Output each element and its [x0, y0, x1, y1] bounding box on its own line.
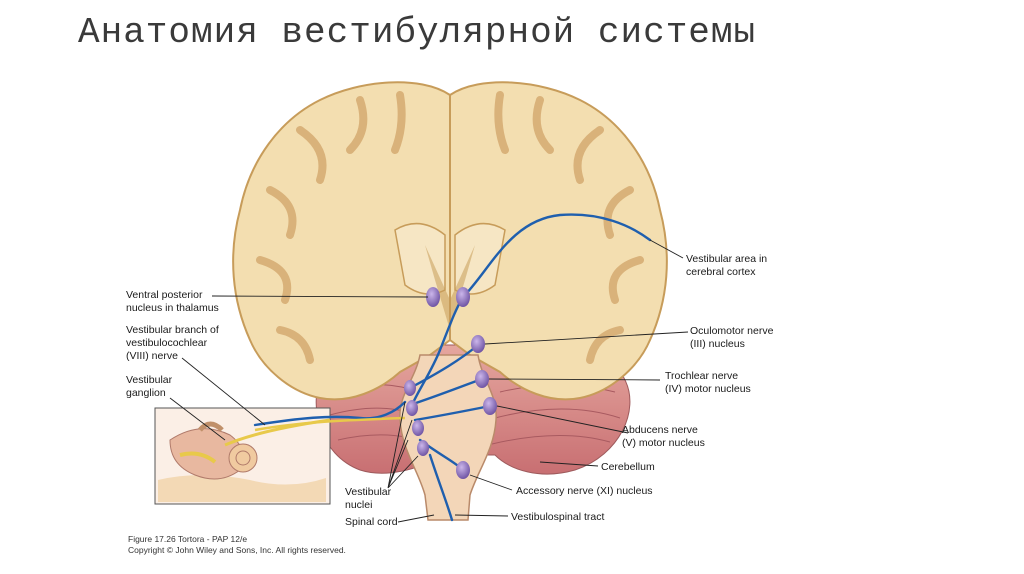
accessory-nucleus	[456, 461, 470, 479]
vestibular-nucleus-4	[417, 440, 429, 456]
thalamus-nucleus-right	[456, 287, 470, 307]
label-spinal-cord: Spinal cord	[345, 516, 398, 528]
figure-caption-2: Copyright © John Wiley and Sons, Inc. Al…	[128, 545, 346, 555]
oculomotor-nucleus	[471, 335, 485, 353]
label-vestibular-area: Vestibular area in cerebral cortex	[686, 253, 770, 278]
figure-caption-1: Figure 17.26 Tortora - PAP 12/e	[128, 534, 247, 544]
vestibular-nucleus-2	[406, 400, 418, 416]
label-cerebellum: Cerebellum	[601, 461, 655, 473]
vestibular-nucleus-1	[404, 380, 416, 396]
label-ventral-posterior: Ventral posterior nucleus in thalamus	[126, 289, 219, 314]
label-vestibular-ganglion: Vestibular ganglion	[126, 374, 175, 399]
vestibular-nucleus-3	[412, 420, 424, 436]
label-abducens: Abducens nerve (V) motor nucleus	[622, 424, 705, 449]
trochlear-nucleus	[475, 370, 489, 388]
label-vestibulospinal: Vestibulospinal tract	[511, 511, 604, 523]
thalamus-nucleus-left	[426, 287, 440, 307]
label-accessory: Accessory nerve (XI) nucleus	[516, 485, 653, 497]
abducens-nucleus	[483, 397, 497, 415]
label-trochlear: Trochlear nerve (IV) motor nucleus	[665, 370, 751, 395]
label-vestibular-branch: Vestibular branch of vestibulocochlear (…	[126, 324, 222, 362]
label-vestibular-nuclei: Vestibular nuclei	[345, 486, 394, 511]
label-oculomotor: Oculomotor nerve (III) nucleus	[690, 325, 776, 350]
